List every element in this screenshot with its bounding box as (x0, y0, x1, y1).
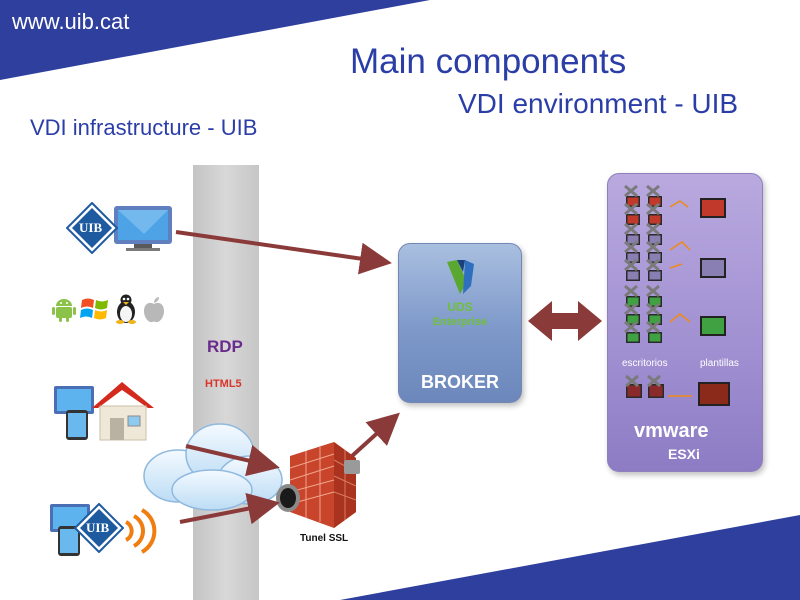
uds-logo-icon (443, 258, 477, 298)
broker-box: UDS Enterprise BROKER (398, 243, 522, 403)
wireless-icon (120, 508, 160, 554)
desktop-computer-icon (108, 204, 174, 252)
ssl-tunnel-icon (276, 440, 360, 530)
arrow-desktop-to-broker (175, 230, 392, 275)
esxi-right-column-label: plantillas (700, 358, 739, 369)
html5-label: HTML5 (205, 378, 242, 390)
uib-logo-mobile: UIB (73, 502, 125, 554)
uds-logo-text: UDS (447, 300, 473, 314)
uds-logo-subtext: Enterprise (432, 316, 488, 328)
top-band (0, 0, 430, 80)
double-arrow-broker-esxi (528, 301, 602, 341)
uib-logo-mobile-text: UIB (86, 520, 110, 535)
section-label: VDI infrastructure - UIB (30, 115, 258, 140)
site-url-text: www.uib.cat (12, 9, 130, 34)
site-url[interactable]: www.uib.cat (12, 9, 129, 35)
apple-icon (142, 296, 166, 324)
linux-icon (114, 294, 138, 324)
esxi-box: escritorios plantillas vmware ESXi (607, 173, 763, 472)
slide-title: Main components (350, 42, 627, 81)
vm-desktops-grid (623, 184, 730, 406)
uib-logo: UIB (65, 201, 119, 255)
esxi-left-column-label: escritorios (622, 358, 668, 369)
arrow-mobile-to-tunnel (179, 492, 280, 525)
uib-logo-text: UIB (79, 220, 103, 235)
windows-icon (80, 296, 110, 322)
rdp-label: RDP (207, 337, 243, 356)
arrow-tunnel-to-broker (350, 412, 400, 458)
broker-label: BROKER (420, 372, 499, 392)
arrow-home-to-tunnel (185, 444, 280, 477)
tunnel-label: Tunel SSL (300, 533, 349, 544)
esxi-label: ESXi (668, 446, 700, 462)
android-icon (52, 296, 76, 322)
slide-subtitle: VDI environment - UIB (458, 88, 739, 119)
home-devices-icon (54, 378, 164, 444)
vmware-brand: vmware (634, 420, 709, 442)
bottom-band (340, 515, 800, 600)
